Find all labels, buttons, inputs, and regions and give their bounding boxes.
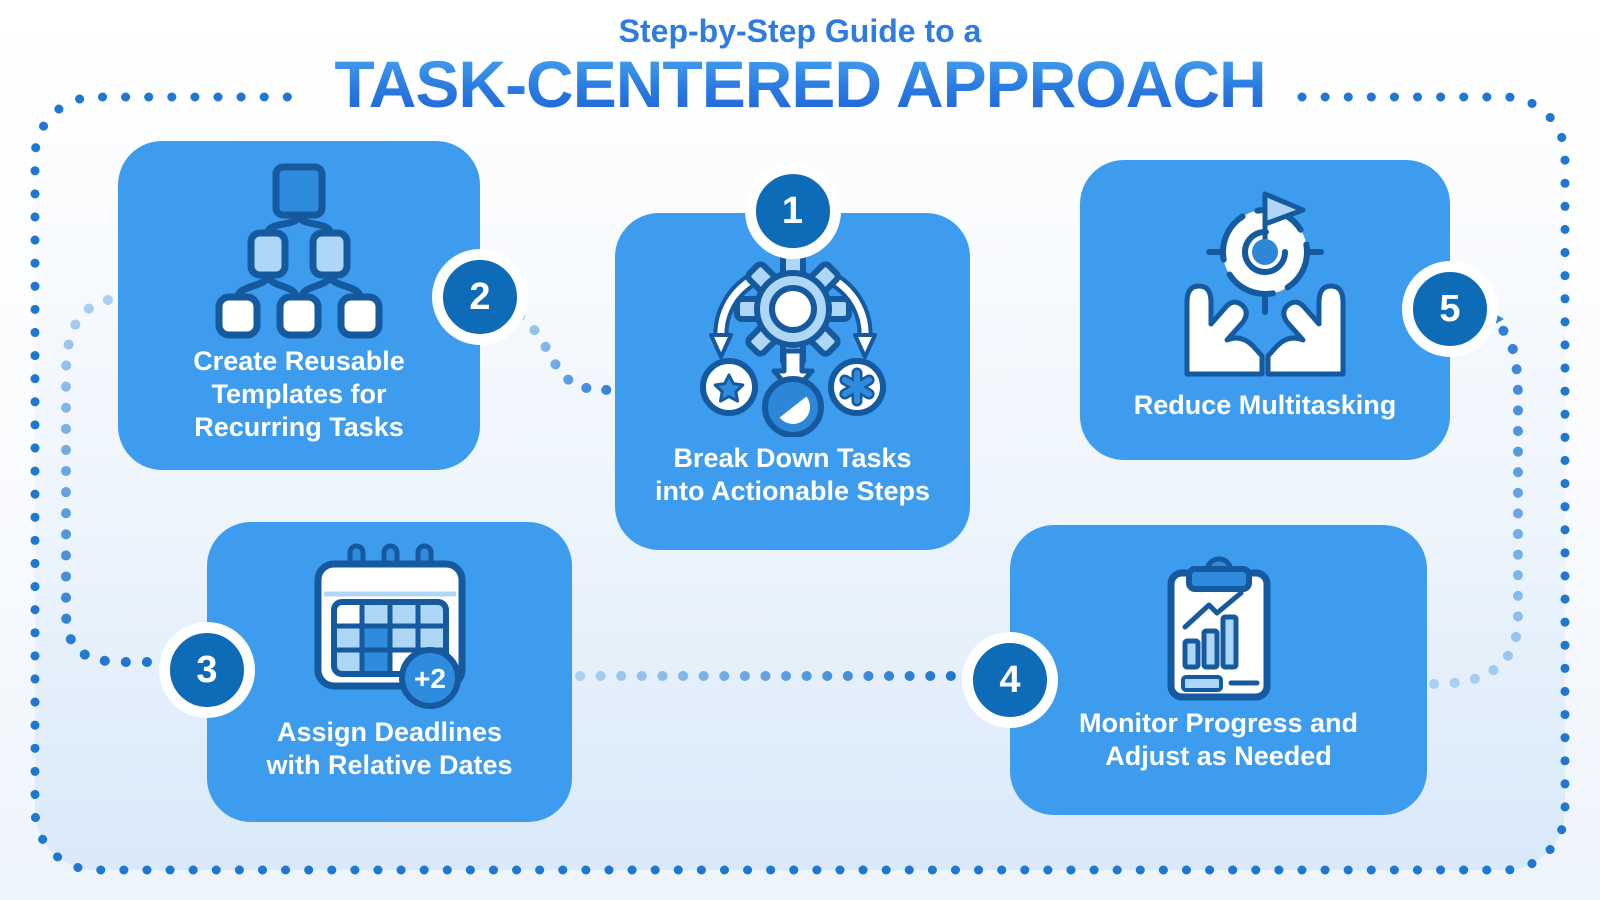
hands-target-icon: [1184, 191, 1346, 377]
step-card-1: 1: [615, 163, 970, 550]
step-card-3: 3 +2 Assign: [159, 522, 572, 822]
step-number-badge-5: 5: [1402, 261, 1498, 357]
header: Step-by-Step Guide to a TASK-CENTERED AP…: [0, 13, 1600, 117]
calendar-icon: +2: [314, 543, 465, 709]
step-card-2: 2 Create Reusable Templates for Recurrin…: [118, 141, 528, 470]
step-number-badge-2: 2: [432, 249, 528, 345]
page-title: TASK-CENTERED APPROACH: [0, 51, 1600, 117]
step-number-badge-3: 3: [159, 622, 255, 718]
connector-4-5: [1429, 320, 1523, 689]
connector-1-2: [515, 311, 623, 395]
calendar-plus-badge: +2: [414, 663, 446, 694]
header-eyebrow: Step-by-Step Guide to a: [618, 13, 982, 49]
template-tree-icon: [215, 163, 383, 339]
step-number-badge-1: 1: [744, 163, 841, 260]
progress-clipboard-icon: [1167, 556, 1270, 701]
step-label-5: Reduce Multitasking: [1133, 390, 1397, 421]
step-label-3: Assign Deadlines with Relative Dates: [266, 717, 513, 781]
step-label-1: Break Down Tasks into Actionable Steps: [654, 443, 931, 507]
step-label-4: Monitor Progress and Adjust as Needed: [1078, 708, 1359, 772]
step-card-5: 5 Reduce Multitasking: [1080, 160, 1498, 460]
connector-2-3: [61, 295, 160, 667]
step-card-4: 4 Monitor Progress and Adjust as Needed: [962, 525, 1427, 815]
step-label-2: Create Reusable Templates for Recurring …: [193, 346, 405, 443]
breakdown-gear-icon: [699, 250, 886, 437]
step-number-badge-4: 4: [962, 632, 1058, 728]
dotted-border: [30, 92, 1570, 875]
